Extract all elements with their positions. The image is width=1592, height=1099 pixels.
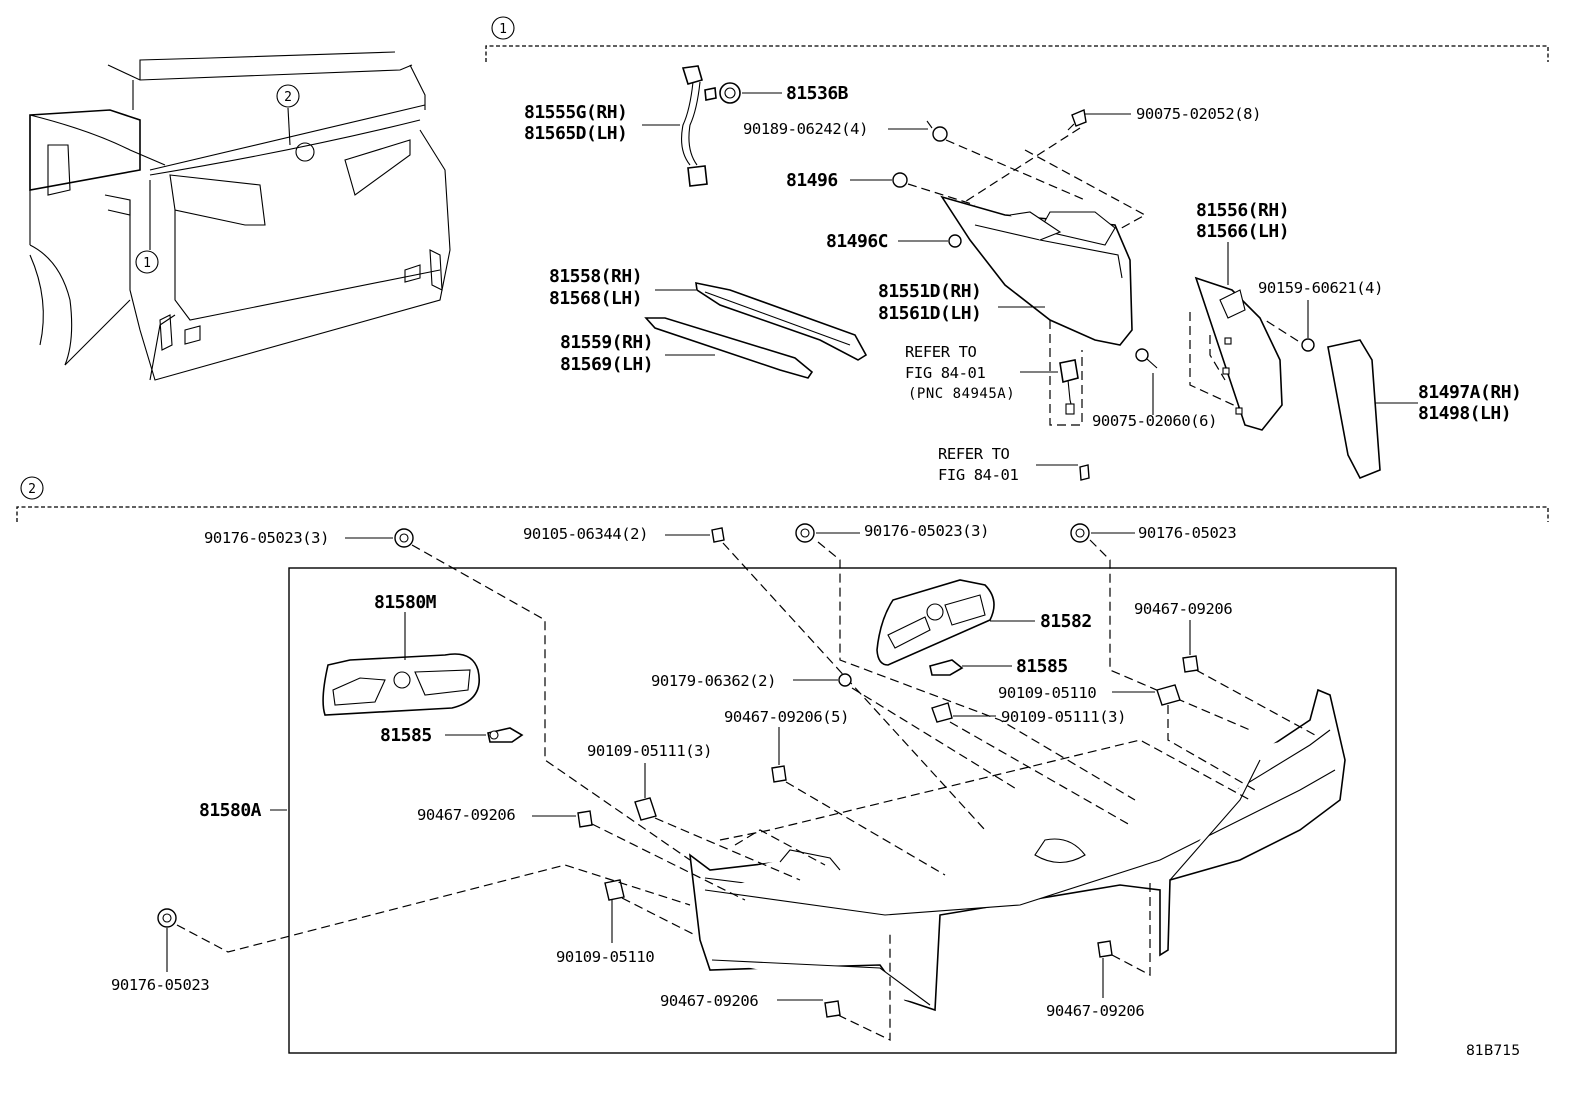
label-90109-c: 90109-05111(3)	[587, 742, 712, 760]
label-81580M: 81580M	[374, 592, 437, 613]
label-90467-e: 90467-09206	[1046, 1002, 1144, 1020]
clip-90176-c	[1070, 523, 1090, 543]
callout-2-text: 2	[284, 90, 292, 105]
labels-group-2: 90176-05023(3) 90105-06344(2) 90176-0502…	[111, 522, 1237, 1020]
grommet-90109-a	[1156, 684, 1181, 706]
screw-90105	[711, 527, 725, 543]
group-2-frame: 2	[16, 476, 1549, 1054]
label-81580A: 81580A	[199, 800, 262, 821]
clip-90179	[838, 673, 852, 687]
svg-text:1: 1	[499, 22, 507, 37]
garnish-81580A	[688, 688, 1346, 1012]
screw-90075-b	[1135, 348, 1158, 369]
label-90467-b: 90467-09206(5)	[724, 708, 849, 726]
clip-81496C	[948, 234, 962, 248]
label-90075-b: 90075-02060(6)	[1092, 412, 1217, 430]
clip-90176-a	[394, 528, 414, 548]
group-2-parts	[157, 523, 1346, 1041]
label-81497A: 81497A(RH)	[1418, 382, 1521, 403]
wire-harness	[681, 65, 717, 187]
group-1-frame: 1	[485, 16, 1549, 62]
label-81585-right: 81585	[1016, 656, 1068, 677]
tail-lamp-81551D	[940, 195, 1133, 346]
vehicle-rear-illustration: 2 1	[29, 51, 451, 381]
grommet-90109-b	[931, 702, 953, 723]
label-refer2-line2: FIG 84-01	[938, 466, 1018, 484]
label-81565D: 81565D(LH)	[524, 123, 627, 144]
label-90467-c: 90467-09206	[417, 806, 515, 824]
grommet-90109-d	[604, 879, 625, 901]
diagram-id: 81B715	[1466, 1043, 1520, 1059]
label-refer-pnc: (PNC 84945A)	[908, 386, 1015, 402]
label-81555G: 81555G(RH)	[524, 102, 627, 123]
clip-90467-a	[1182, 655, 1199, 673]
screw-90189	[926, 120, 948, 142]
bulb-socket	[719, 82, 741, 104]
clip-90176-b	[795, 523, 815, 543]
group-1-callout	[491, 16, 515, 40]
clip-90467-d	[824, 1000, 841, 1018]
label-90109-a: 90109-05110	[998, 684, 1096, 702]
label-81556: 81556(RH)	[1196, 200, 1289, 221]
label-refer-line1: REFER TO	[905, 343, 977, 361]
lamp-cover-81556	[1194, 276, 1283, 431]
gasket-81582	[876, 579, 995, 666]
callout-1-marker	[135, 250, 159, 274]
label-90176-c: 90176-05023	[1138, 524, 1236, 542]
svg-text:2: 2	[28, 482, 36, 497]
label-81496C: 81496C	[826, 231, 888, 252]
label-90075-a: 90075-02052(8)	[1136, 105, 1261, 123]
label-90176-d: 90176-05023	[111, 976, 209, 994]
label-90109-b: 90109-05111(3)	[1001, 708, 1126, 726]
screw-90075-a	[1067, 109, 1087, 131]
screw-bottom	[1079, 464, 1090, 481]
molding-81559	[644, 317, 814, 379]
label-81498: 81498(LH)	[1418, 403, 1511, 424]
label-81585-left: 81585	[380, 725, 432, 746]
gasket-81496	[892, 172, 908, 188]
clip-90176-d	[157, 908, 177, 928]
molding-81558	[695, 281, 868, 361]
callout-2-marker	[276, 84, 300, 108]
label-90189: 90189-06242(4)	[743, 120, 868, 138]
label-90176-b: 90176-05023(3)	[864, 522, 989, 540]
label-81561D: 81561D(LH)	[878, 303, 981, 324]
label-81559: 81559(RH)	[560, 332, 653, 353]
label-90467-a: 90467-09206	[1134, 600, 1232, 618]
label-81536B: 81536B	[786, 83, 849, 104]
label-90105: 90105-06344(2)	[523, 525, 648, 543]
label-81496: 81496	[786, 170, 838, 191]
group-1-parts	[642, 65, 1418, 481]
grommet-90109-c	[634, 797, 657, 821]
clip-90467-e	[1097, 940, 1113, 958]
assembly-box	[288, 567, 1397, 1054]
label-81568: 81568(LH)	[549, 288, 642, 309]
label-90467-d: 90467-09206	[660, 992, 758, 1010]
label-81558: 81558(RH)	[549, 266, 642, 287]
label-90179: 90179-06362(2)	[651, 672, 776, 690]
label-refer-line2: FIG 84-01	[905, 364, 985, 382]
reflector-81497A	[1327, 339, 1381, 480]
callout-1-text: 1	[143, 256, 151, 271]
bulb-81585-left	[487, 727, 524, 743]
clip-90467-c	[577, 810, 593, 828]
label-81566: 81566(LH)	[1196, 221, 1289, 242]
label-81569: 81569(LH)	[560, 354, 653, 375]
gasket-81580M	[322, 653, 480, 716]
label-90176-a: 90176-05023(3)	[204, 529, 329, 547]
connector-84945A	[1059, 359, 1079, 415]
bulb-81585-right	[929, 659, 964, 676]
clip-90467-b	[771, 765, 787, 783]
labels-group-1: 81555G(RH) 81565D(LH) 81536B 90189-06242…	[524, 83, 1522, 484]
label-90159: 90159-60621(4)	[1258, 279, 1383, 297]
nut-90159	[1301, 338, 1315, 352]
label-refer2-line1: REFER TO	[938, 445, 1010, 463]
label-81551D: 81551D(RH)	[878, 281, 981, 302]
label-81582: 81582	[1040, 611, 1092, 632]
label-90109-d: 90109-05110	[556, 948, 654, 966]
group-2-callout	[20, 476, 44, 500]
